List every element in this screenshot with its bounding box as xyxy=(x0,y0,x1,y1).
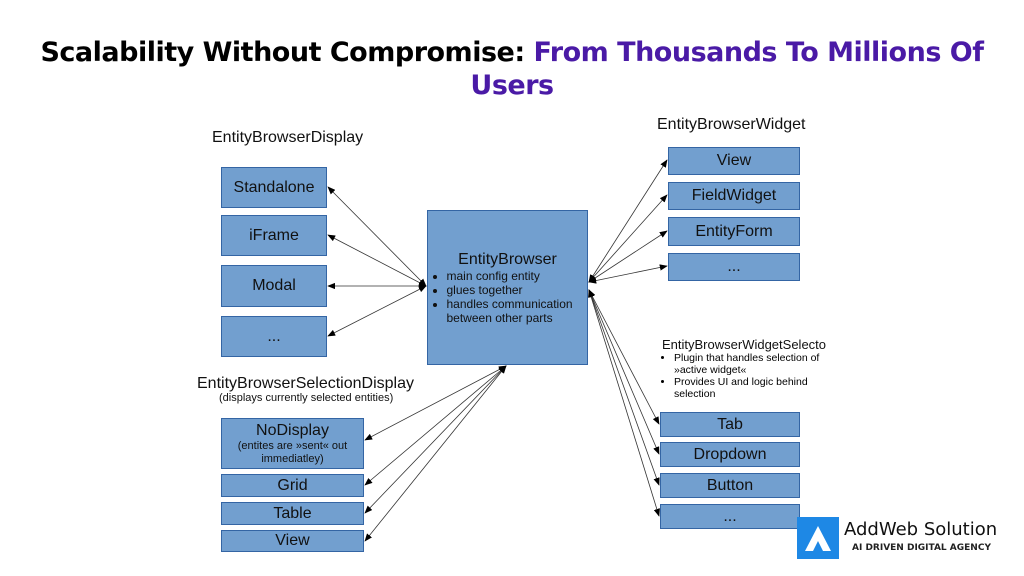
widget-more: ... xyxy=(668,253,800,281)
entity-browser-bullets: main config entityglues togetherhandles … xyxy=(429,269,587,325)
logo-name: AddWeb Solution xyxy=(844,519,998,540)
selection-grid: Grid xyxy=(221,474,364,497)
display-modal: Modal xyxy=(221,265,327,307)
selector-dropdown: Dropdown xyxy=(660,442,800,467)
widget-entityform: EntityForm xyxy=(668,217,800,246)
display-heading: EntityBrowserDisplay xyxy=(212,129,364,146)
selection-view: View xyxy=(221,530,364,552)
entity-browser-box: EntityBrowser main config entityglues to… xyxy=(427,210,588,365)
entity-browser-title: EntityBrowser xyxy=(458,250,557,268)
display-more: ... xyxy=(221,316,327,357)
logo-tagline: AI DRIVEN DIGITAL AGENCY xyxy=(852,543,991,553)
display-iframe: iFrame xyxy=(221,215,327,256)
widget-heading: EntityBrowserWidget xyxy=(657,116,806,133)
selector-bullets: Plugin that handles selection of »active… xyxy=(662,352,834,400)
page-title: Scalability Without Compromise: From Tho… xyxy=(40,37,984,101)
logo-icon xyxy=(797,517,839,559)
selector-tab: Tab xyxy=(660,412,800,437)
selector-button: Button xyxy=(660,473,800,498)
selector-more: ... xyxy=(660,504,800,529)
selection-nodisplay: NoDisplay (entites are »sent« out immedi… xyxy=(221,418,364,469)
selection-table: Table xyxy=(221,502,364,525)
widget-view: View xyxy=(668,147,800,175)
selection-heading: EntityBrowserSelectionDisplay xyxy=(197,375,414,392)
widget-fieldwidget: FieldWidget xyxy=(668,182,800,210)
display-standalone: Standalone xyxy=(221,167,327,208)
selection-subheading: (displays currently selected entities) xyxy=(219,392,394,404)
selector-heading: EntityBrowserWidgetSelecto xyxy=(662,337,827,352)
